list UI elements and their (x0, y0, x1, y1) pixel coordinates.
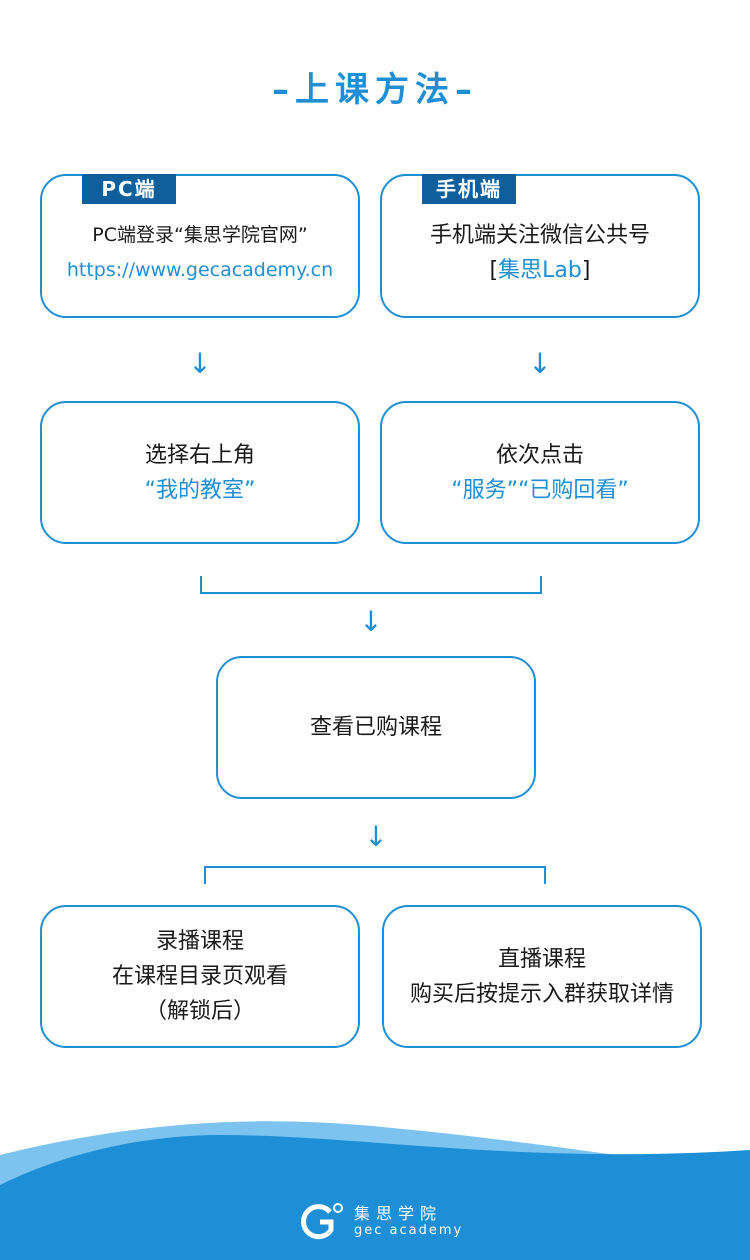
my-classroom-label: “我的教室” (144, 477, 256, 503)
logo-chinese-name: 集思学院 (354, 1204, 443, 1223)
page-title: –上课方法– (272, 70, 478, 110)
recorded-course-card: 录播课程 在课程目录页观看 （解锁后） (40, 905, 360, 1048)
mobile-tab-label: 手机端 (422, 174, 516, 204)
gec-logo-icon (301, 1203, 343, 1240)
footer-logo: 集思学院 gec academy (300, 1202, 463, 1242)
pc-login-text: PC端登录“集思学院官网” (92, 224, 308, 246)
pc-step-card: 选择右上角 “我的教室” (40, 401, 360, 544)
arrow-down-icon: ↓ (528, 347, 552, 380)
logo-english-name: gec academy (354, 1223, 464, 1238)
arrow-down-icon: ↓ (364, 820, 388, 853)
mobile-step-text: 依次点击 (495, 442, 584, 468)
service-replay-label: “服务”“已购回看” (451, 477, 629, 503)
logo-text: 集思学院 gec academy (354, 1205, 463, 1239)
bracket-close: ] (581, 258, 591, 283)
live-course-card: 直播课程 购买后按提示入群获取详情 (382, 905, 702, 1048)
recorded-course-note: （解锁后） (144, 999, 255, 1024)
mobile-follow-text: 手机端关注微信公共号 (429, 223, 650, 248)
live-course-title: 直播课程 (497, 946, 586, 972)
pc-tab-label: PC端 (82, 174, 176, 204)
arrow-down-icon: ↓ (188, 347, 212, 380)
arrow-down-icon: ↓ (359, 605, 383, 638)
view-purchased-card: 查看已购课程 (216, 656, 536, 799)
view-purchased-text: 查看已购课程 (309, 715, 442, 740)
pc-step-text: 选择右上角 (144, 442, 255, 468)
pc-website-url[interactable]: https://www.gecacademy.cn (66, 259, 334, 281)
live-course-desc: 购买后按提示入群获取详情 (409, 981, 674, 1007)
recorded-course-desc: 在课程目录页观看 (111, 964, 288, 989)
mobile-follow-card: 手机端 手机端关注微信公共号 [集思Lab] (380, 174, 700, 318)
bracket-open: [ (489, 258, 499, 283)
pc-login-card: PC端 PC端登录“集思学院官网” https://www.gecacademy… (40, 174, 360, 318)
recorded-course-title: 录播课程 (155, 929, 244, 954)
mobile-step-card: 依次点击 “服务”“已购回看” (380, 401, 700, 544)
wechat-account: [集思Lab] (490, 253, 591, 288)
wechat-account-name: 集思Lab (498, 258, 582, 283)
footer-wave (0, 1121, 750, 1260)
